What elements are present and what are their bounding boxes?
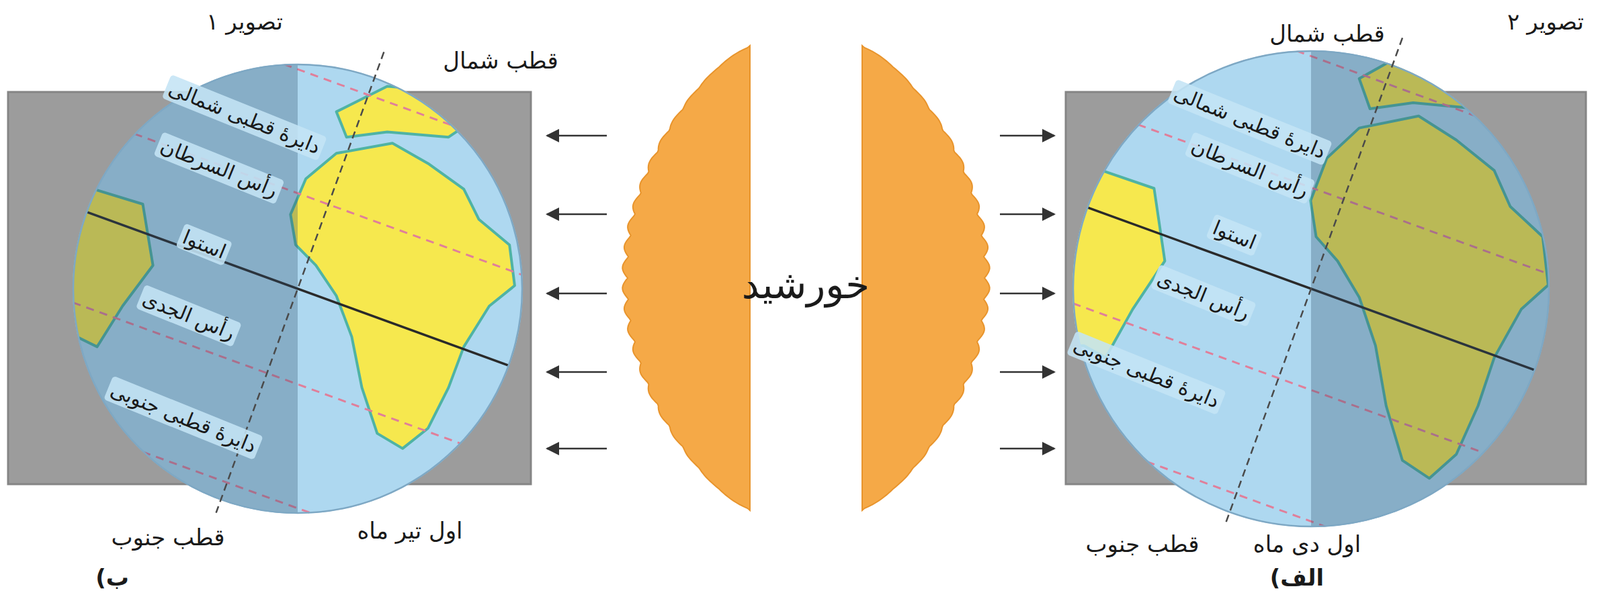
caption-label: تصویر ۲ [1507, 8, 1584, 36]
sun-node: خورشید [622, 45, 990, 511]
latitude-lines [1012, 2, 1600, 577]
continent [290, 143, 515, 449]
globe-illustration [1072, 50, 1550, 528]
caption-label: قطب جنوب [110, 524, 225, 552]
caption-label: تصویر ۱ [206, 8, 283, 36]
caption-label: اول دی ماه [1253, 530, 1361, 559]
continent [1067, 164, 1166, 359]
caption-label: الف) [1270, 564, 1324, 593]
latitude-line [283, 64, 453, 126]
latitude-lines [15, 18, 580, 560]
night-side [1311, 50, 1550, 528]
sun-half [862, 45, 990, 511]
globe-outline [73, 64, 523, 514]
globe-surface [15, 18, 580, 560]
sun-half [622, 45, 750, 511]
caption-label: ب) [95, 564, 130, 593]
globe-surface [1012, 2, 1600, 577]
globe-node: دایرهٔ قطبی شمالیرأس السرطاناستوارأس الج… [1072, 50, 1550, 528]
caption-label: اول تیر ماه [356, 517, 463, 545]
globe-node: دایرهٔ قطبی شمالیرأس السرطاناستوارأس الج… [72, 63, 523, 515]
caption-label: قطب شمال [1269, 20, 1385, 48]
sun-label: خورشید [741, 262, 870, 310]
caption-label: قطب جنوب [1085, 530, 1199, 559]
caption-label: قطب شمال [442, 47, 559, 75]
ocean [72, 63, 523, 515]
